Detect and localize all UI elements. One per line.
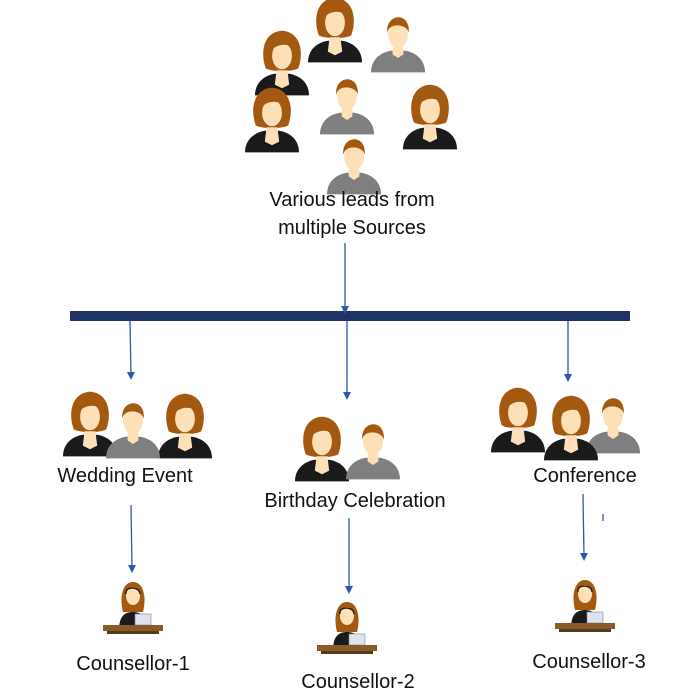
female-person-icon (295, 416, 349, 482)
counsellor-label-3: Counsellor-3 (532, 651, 646, 673)
male-person-icon (106, 403, 160, 459)
female-person-icon (158, 393, 212, 459)
category-label-birthday: Birthday Celebration (264, 490, 446, 512)
arrow-conference-to-counsellor-3 (579, 493, 588, 561)
birthday-people-group-icon (295, 416, 400, 482)
female-person-icon (403, 84, 457, 150)
counsellor-label-1: Counsellor-1 (76, 653, 190, 675)
female-person-icon (544, 395, 598, 461)
people-layer (63, 0, 640, 482)
source-label-line2: multiple Sources (278, 217, 426, 239)
female-person-icon (63, 391, 117, 457)
counsellor-1-icon (103, 582, 163, 634)
distribution-bar (70, 311, 630, 321)
source-people-group-icon (245, 0, 457, 195)
male-person-icon (320, 79, 374, 135)
counsellor-layer (103, 580, 615, 654)
category-label-wedding: Wedding Event (57, 465, 193, 487)
arrow-layer (126, 243, 604, 594)
male-person-icon (586, 398, 640, 454)
male-person-icon (371, 17, 425, 73)
female-person-icon (245, 87, 299, 153)
category-label-conference: Conference (533, 465, 637, 487)
arrow-bar-to-wedding (126, 320, 135, 380)
male-person-icon (327, 139, 381, 195)
source-label: Various leads from multiple Sources (202, 186, 502, 242)
female-person-icon (308, 0, 362, 63)
counsellor-label-2: Counsellor-2 (301, 671, 415, 693)
female-person-icon (491, 387, 545, 453)
conference-people-group-icon (491, 387, 640, 461)
source-label-line1: Various leads from (269, 189, 435, 211)
male-person-icon (346, 424, 400, 480)
arrow-wedding-to-counsellor-1 (127, 504, 136, 573)
counsellor-2-icon (317, 602, 377, 654)
wedding-people-group-icon (63, 391, 212, 459)
counsellor-3-icon (555, 580, 615, 632)
female-person-icon (255, 30, 309, 96)
